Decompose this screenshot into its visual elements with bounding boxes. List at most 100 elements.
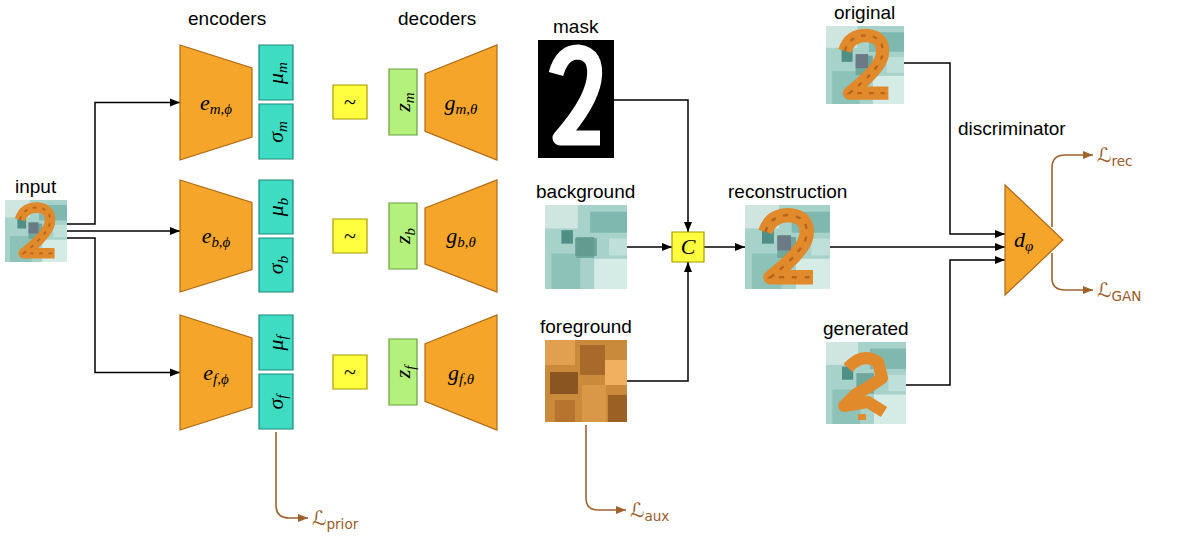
symbol-subscript: f [401, 366, 417, 370]
block-outline-shape [425, 180, 497, 292]
image-panel: reconstruction [745, 205, 830, 289]
symbol-subscript: f [274, 335, 290, 339]
sampling-box: ~ [333, 219, 367, 253]
symbol-base: z [390, 235, 415, 244]
foreground-image [545, 340, 627, 422]
latent-param-box: σf [259, 374, 293, 429]
symbol-base: ℒ [1097, 143, 1111, 167]
symbol-label: gb,θ [446, 225, 476, 247]
arrow-connector [904, 63, 1005, 234]
block-outline-shape [259, 45, 293, 100]
arrow-connector [67, 230, 180, 232]
symbol-base: e [203, 360, 213, 385]
symbol-base: ℒ [1097, 278, 1111, 302]
symbol-base: ℒ [312, 506, 326, 530]
latent-code-box: zm [389, 69, 417, 135]
mask-image [538, 40, 614, 158]
symbol-label: gm,θ [445, 92, 478, 114]
symbol-label: zm [392, 92, 414, 111]
symbol-base: σ [263, 263, 288, 274]
image-panel: input [5, 200, 67, 262]
symbol-subscript: aux [644, 508, 669, 524]
loss-leaders [276, 155, 1093, 518]
symbol-base: μ [263, 339, 288, 350]
symbol-subscript: b,ϕ [211, 234, 230, 250]
symbol-label: zf [392, 366, 414, 379]
sampling-box: ~ [333, 355, 367, 389]
symbol-subscript: f,θ [459, 371, 474, 387]
symbol-subscript: GAN [1111, 288, 1141, 304]
symbol-label: ~ [344, 361, 356, 383]
symbol-subscript: b [401, 228, 417, 235]
block-outline-shape [425, 315, 497, 430]
symbol-label: C [681, 236, 696, 258]
symbol-label: σf [265, 394, 287, 409]
panel-heading: reconstruction [728, 181, 847, 203]
symbol-label: dφ [1014, 229, 1033, 251]
arrow-connector [67, 238, 180, 373]
symbol-base: z [390, 370, 415, 379]
latent-code-box: zb [389, 203, 417, 269]
encoder-block: eb,ϕ [180, 180, 252, 292]
symbol-base: ℒ [630, 498, 644, 522]
symbol-subscript: m,θ [456, 101, 478, 117]
panel-heading: generated [823, 318, 909, 340]
block-outline-shape [1005, 185, 1063, 295]
symbol-subscript: m [274, 62, 290, 73]
symbol-base: σ [263, 131, 288, 142]
panel-heading: original [834, 2, 895, 24]
panel-heading: background [536, 181, 635, 203]
decoder-block: gb,θ [425, 180, 497, 292]
panel-heading: input [15, 176, 56, 198]
block-outline-shape [333, 85, 367, 119]
symbol-label: ~ [344, 225, 356, 247]
loss-term: ℒGAN [1097, 278, 1141, 302]
block-outline-shape [389, 339, 417, 405]
block-outline-shape [259, 180, 293, 234]
block-outline-shape [180, 315, 252, 430]
discriminator-block: discriminatordφ [1005, 185, 1063, 295]
symbol-subscript: prior [326, 516, 358, 532]
symbol-label: em,ϕ [200, 92, 232, 114]
symbol-base: μ [263, 72, 288, 83]
symbol-base: e [202, 223, 212, 248]
block-outline-shape [672, 232, 704, 262]
symbol-subscript: b [274, 198, 290, 205]
background-image [545, 205, 627, 289]
symbol-label: σm [265, 121, 287, 143]
block-outline-shape [259, 315, 293, 370]
image-panel: background [545, 205, 627, 289]
block-outline [1005, 185, 1063, 295]
symbol-label: eb,ϕ [202, 225, 231, 247]
arrow-connector [830, 246, 1005, 248]
arrow-connector [67, 103, 180, 225]
latent-param-box: σb [259, 238, 293, 292]
block-outline-shape [389, 203, 417, 269]
block-outline-shape [333, 219, 367, 253]
block-outline-shape [333, 355, 367, 389]
symbol-subscript: b,θ [457, 234, 476, 250]
symbol-subscript: rec [1111, 153, 1132, 169]
panel-heading: discriminator [958, 118, 1066, 140]
sampling-box: ~ [333, 85, 367, 119]
symbol-subscript: m,ϕ [210, 101, 232, 117]
image-panel: original [826, 26, 904, 104]
loss-term: ℒrec [1097, 143, 1133, 167]
reconstruction-image [745, 205, 830, 289]
symbol-label: ~ [344, 91, 356, 113]
symbol-subscript: f [274, 394, 290, 398]
image-panel: generated [826, 342, 906, 424]
latent-code-box: zf [389, 339, 417, 405]
arrow-connector [627, 262, 688, 381]
symbol-subscript: φ [1025, 238, 1033, 254]
block-outline-shape [259, 374, 293, 429]
symbol-subscript: m [274, 121, 290, 132]
arrow-connector [614, 100, 688, 232]
symbol-label: μm [265, 62, 287, 84]
symbol-base: σ [263, 398, 288, 409]
symbol-base: d [1014, 227, 1025, 252]
symbol-base: e [200, 90, 210, 115]
latent-param-box: μb [259, 180, 293, 234]
